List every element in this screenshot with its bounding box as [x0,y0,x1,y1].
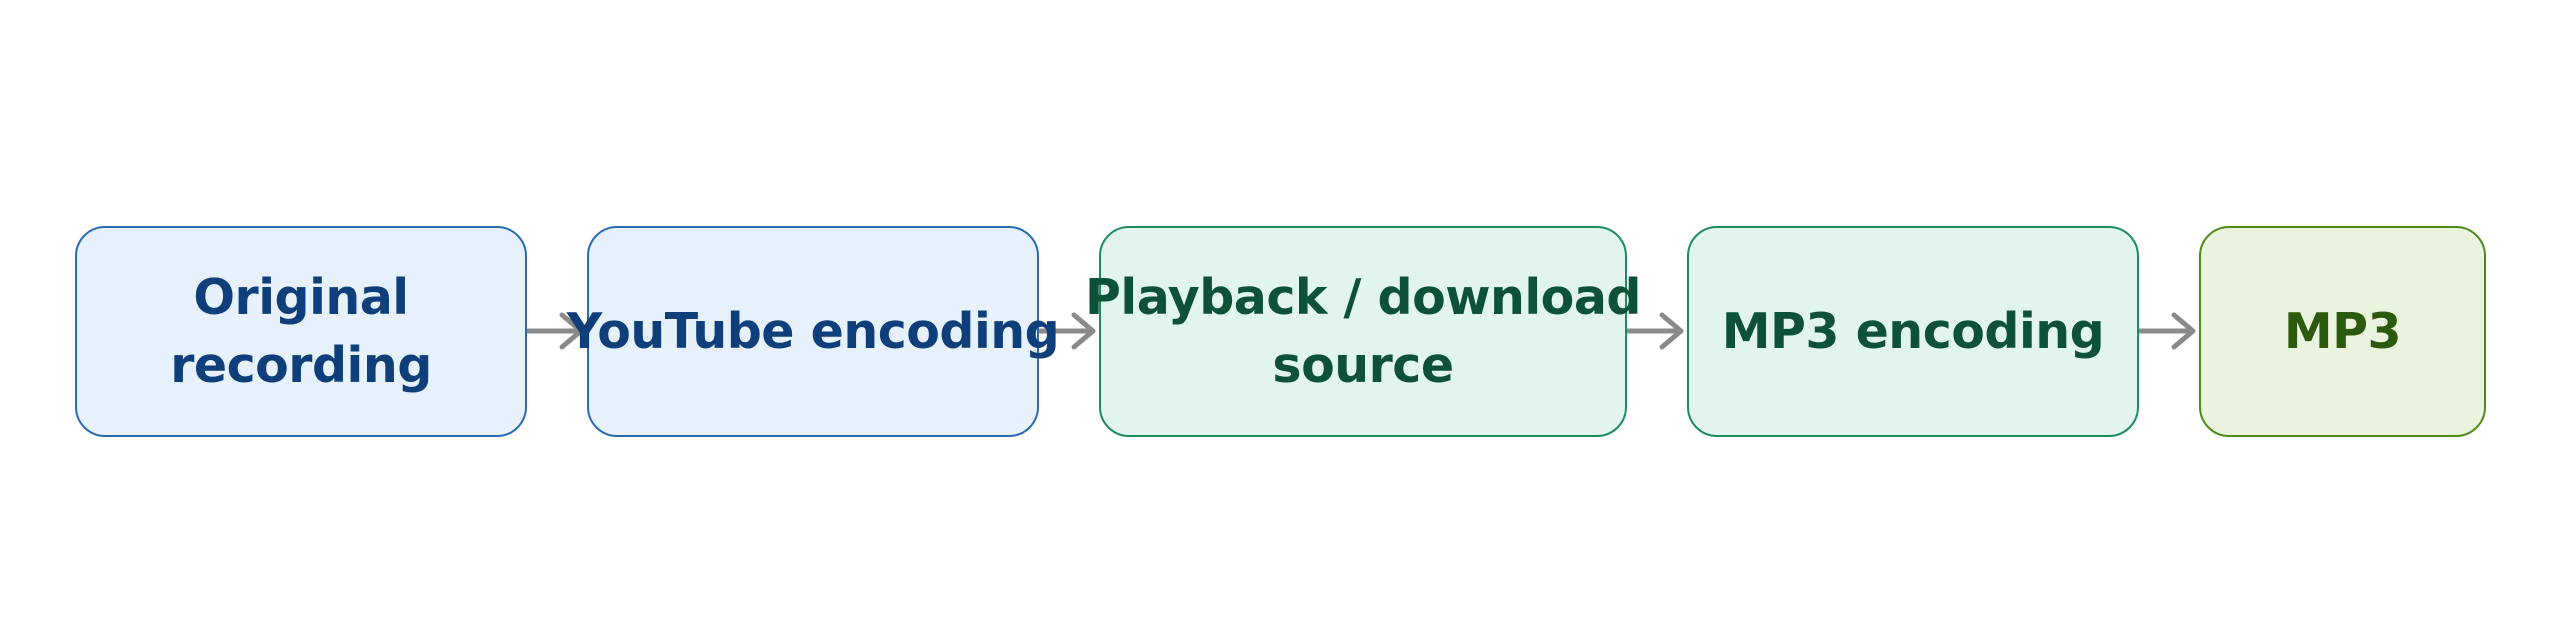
edge-n1-n2-arrowhead [559,312,584,350]
node-original-recording: Original recording [75,226,527,437]
node-label-line: Original [193,268,409,326]
node-youtube-encoding-text: YouTube encoding [566,298,1060,366]
edge-n4-n5-arrowhead [2171,312,2196,350]
node-label-line: MP3 [2283,302,2402,360]
node-youtube-encoding: YouTube encoding [567,226,1060,437]
node-mp3-encoding-text: MP3 encoding [1721,298,2105,366]
node-mp3-text: MP3 [2283,298,2402,366]
node-mp3: MP3 [2199,226,2486,437]
node-mp3-encoding: MP3 encoding [1687,226,2139,437]
node-playback-download-source-text: Playback / download source [1085,264,1642,400]
node-playback-download-source: Playback / download source [1085,226,1642,437]
node-original-recording-text: Original recording [170,264,432,400]
node-label-line: Playback / download [1085,268,1642,326]
edge-n4-n5 [2137,312,2196,350]
node-label-line: source [1272,336,1454,394]
node-label-line: MP3 encoding [1721,302,2105,360]
edge-n3-n4-arrowhead [1659,312,1684,350]
edge-n1-n2 [525,312,584,350]
edge-n2-n3-arrowhead [1071,312,1096,350]
edge-n2-n3 [1037,312,1096,350]
node-label-line: recording [170,336,432,394]
node-label-line: YouTube encoding [566,302,1060,360]
edge-n3-n4 [1625,312,1684,350]
